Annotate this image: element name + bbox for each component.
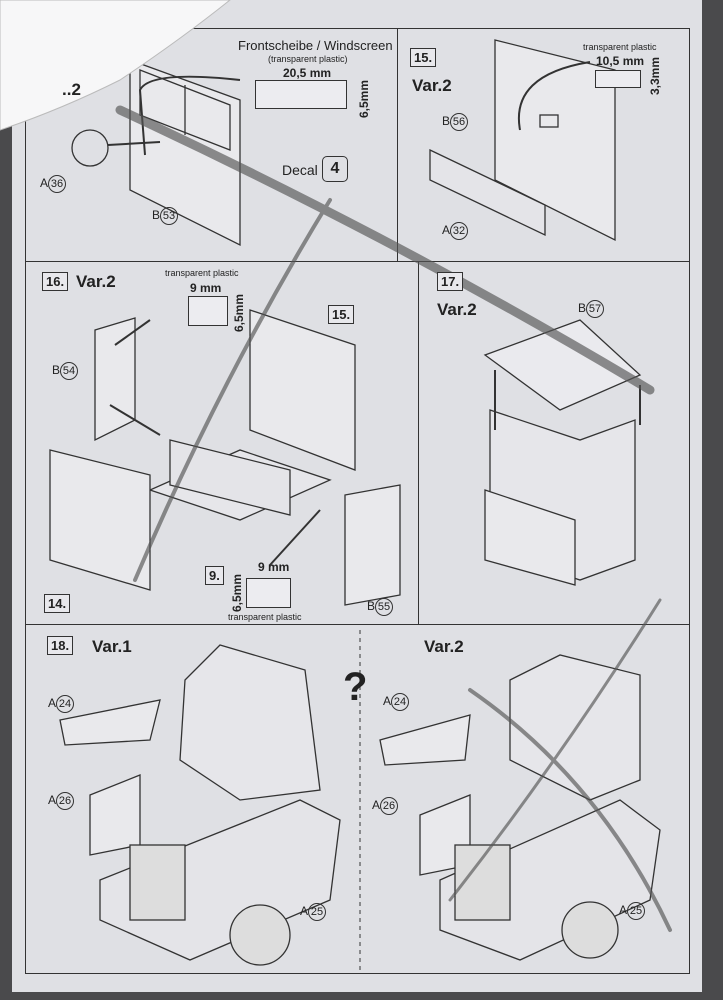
windscreen-width: 20,5 mm — [283, 66, 332, 80]
step16-template-bottom — [246, 578, 291, 608]
step14-variant-label: ..2 — [62, 80, 81, 99]
step17-variant-label: Var.2 — [437, 300, 477, 319]
step16-number: 16. — [42, 272, 69, 291]
step16-width-bottom: 9 mm — [258, 560, 290, 574]
step18-var1-label: Var.1 — [92, 637, 132, 656]
ref-step-15: 15. — [328, 305, 355, 324]
step16-variant-label: Var.2 — [76, 272, 116, 291]
fender-a24-right-drawing — [379, 714, 471, 766]
dashboard-drawing — [49, 449, 151, 591]
step16-material-bottom: transparent plastic — [228, 612, 302, 622]
step16-height-top: 6,5mm — [232, 293, 246, 332]
step15-number: 15. — [410, 48, 437, 67]
door-right-drawing — [344, 484, 401, 606]
cab-var1-drawing — [179, 644, 321, 801]
step15-width: 10,5 mm — [596, 54, 645, 68]
fender-a24-left-drawing — [59, 699, 161, 746]
windscreen-material: (transparent plastic) — [268, 54, 348, 64]
rear-wall-drawing — [494, 39, 616, 242]
steering-wheel-drawing — [71, 129, 109, 167]
ref-step-9: 9. — [205, 566, 224, 585]
step16-width-top: 9 mm — [190, 281, 222, 295]
step16-height-bottom: 6,5mm — [230, 573, 244, 612]
windscreen-height: 6,5mm — [357, 79, 371, 118]
step15-variant-label: Var.2 — [412, 76, 452, 95]
step16-template-top — [188, 296, 228, 326]
decal-label: Decal — [282, 162, 318, 178]
decal-number-badge: 4 — [322, 156, 348, 182]
windscreen-template — [255, 80, 347, 109]
step15-height: 3,3mm — [648, 56, 662, 95]
question-mark: ? — [343, 665, 368, 709]
windscreen-title: Frontscheibe / Windscreen — [238, 38, 393, 53]
rear-wall-16-drawing — [249, 309, 356, 471]
step16-material-top: transparent plastic — [165, 268, 239, 278]
ref-step-14: 14. — [44, 594, 71, 613]
step17-number: 17. — [437, 272, 464, 291]
seat-drawing — [429, 148, 546, 237]
step18-var2-label: Var.2 — [424, 637, 464, 656]
panel-step-18 — [25, 624, 690, 974]
step15-template — [595, 70, 641, 88]
step15-material: transparent plastic — [583, 42, 657, 52]
windscreen-frame-drawing — [129, 59, 241, 247]
step18-number: 18. — [47, 636, 74, 655]
